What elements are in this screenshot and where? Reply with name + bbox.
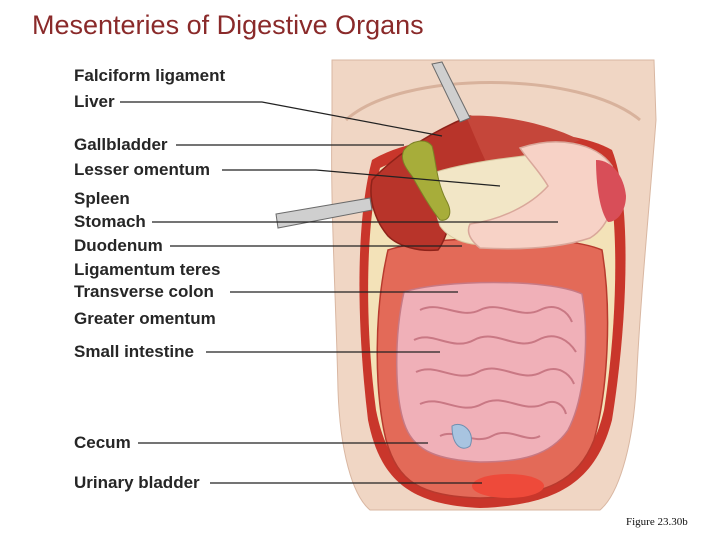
figure-caption: Figure 23.30b — [626, 516, 688, 528]
label-transverse-colon: Transverse colon — [74, 282, 214, 301]
retractor-left — [275, 197, 373, 229]
label-stomach: Stomach — [74, 212, 146, 231]
label-ligamentum-teres: Ligamentum teres — [74, 260, 221, 279]
cecum — [451, 424, 472, 449]
label-greater-omentum: Greater omentum — [74, 309, 216, 328]
label-lesser-omentum: Lesser omentum — [74, 160, 211, 179]
page-title: Mesenteries of Digestive Organs — [32, 10, 424, 40]
leader-lines — [120, 101, 558, 484]
liver-lobe — [466, 115, 580, 170]
gallbladder — [401, 140, 451, 221]
intestine-loops — [413, 306, 577, 441]
label-duodenum: Duodenum — [74, 236, 163, 255]
label-gallbladder: Gallbladder — [74, 135, 168, 154]
label-liver: Liver — [74, 92, 115, 111]
label-urinary-bladder: Urinary bladder — [74, 473, 200, 492]
label-cecum: Cecum — [74, 433, 131, 452]
urinary-bladder — [472, 474, 544, 498]
label-small-intestine: Small intestine — [74, 342, 194, 361]
small-intestine — [396, 281, 587, 463]
chest-shading — [344, 81, 641, 122]
label-falciform-ligament: Falciform ligament — [74, 66, 226, 85]
label-spleen: Spleen — [74, 189, 130, 208]
retractor-top — [431, 61, 471, 123]
spleen — [596, 160, 626, 222]
